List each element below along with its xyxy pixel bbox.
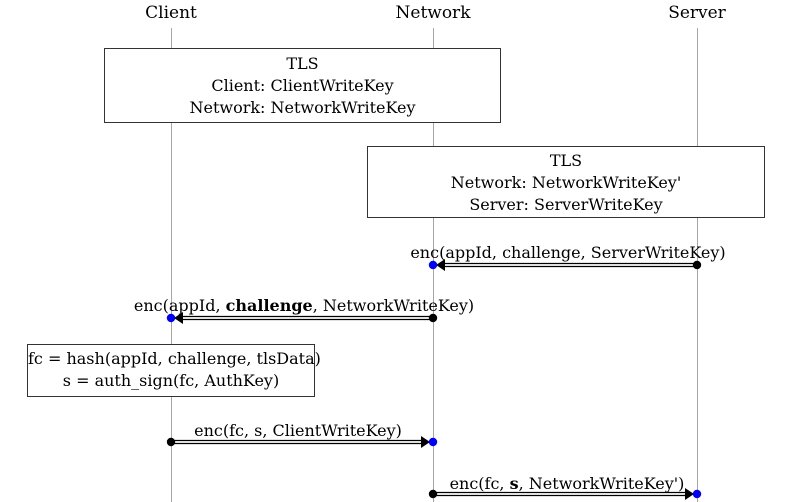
- participant-client: Client: [145, 3, 197, 23]
- tls-box-title: TLS: [286, 54, 319, 73]
- endpoint-source: [428, 489, 438, 499]
- tls-box-line: Network: NetworkWriteKey: [189, 98, 416, 117]
- tls-box-network-server: TLS Network: NetworkWriteKey' Server: Se…: [367, 146, 765, 218]
- endpoint-target: [166, 313, 176, 323]
- compute-line: fc = hash(appId, challenge, tlsData): [28, 349, 321, 368]
- message-label: enc(appId, challenge, ServerWriteKey): [410, 243, 726, 262]
- participant-server: Server: [668, 3, 726, 23]
- endpoint-source: [692, 260, 702, 270]
- message-label: enc(fc, s, NetworkWriteKey'): [449, 474, 685, 493]
- message-arrow-m2: [166, 312, 438, 324]
- message-arrow-m3: [166, 436, 438, 448]
- tls-box-title: TLS: [549, 151, 583, 170]
- tls-box-line: Client: ClientWriteKey: [211, 76, 394, 95]
- endpoint-source: [428, 313, 438, 323]
- message-label: enc(appId, challenge, NetworkWriteKey): [133, 296, 475, 315]
- message-label: enc(fc, s, ClientWriteKey): [194, 421, 402, 440]
- client-compute-box: fc = hash(appId, challenge, tlsData) s =…: [27, 344, 321, 397]
- endpoint-target: [428, 260, 438, 270]
- tls-box-line: Server: ServerWriteKey: [469, 195, 663, 214]
- endpoint-target: [428, 437, 438, 447]
- lifeline-client: [171, 28, 172, 502]
- participant-network: Network: [395, 3, 471, 23]
- endpoint-source: [166, 437, 176, 447]
- compute-line: s = auth_sign(fc, AuthKey): [62, 371, 280, 390]
- message-arrow-m4: [428, 488, 702, 500]
- endpoint-target: [692, 489, 702, 499]
- tls-box-line: Network: NetworkWriteKey': [450, 173, 682, 192]
- message-arrow-m1: [428, 259, 702, 271]
- tls-box-client-network: TLS Client: ClientWriteKey Network: Netw…: [104, 48, 501, 123]
